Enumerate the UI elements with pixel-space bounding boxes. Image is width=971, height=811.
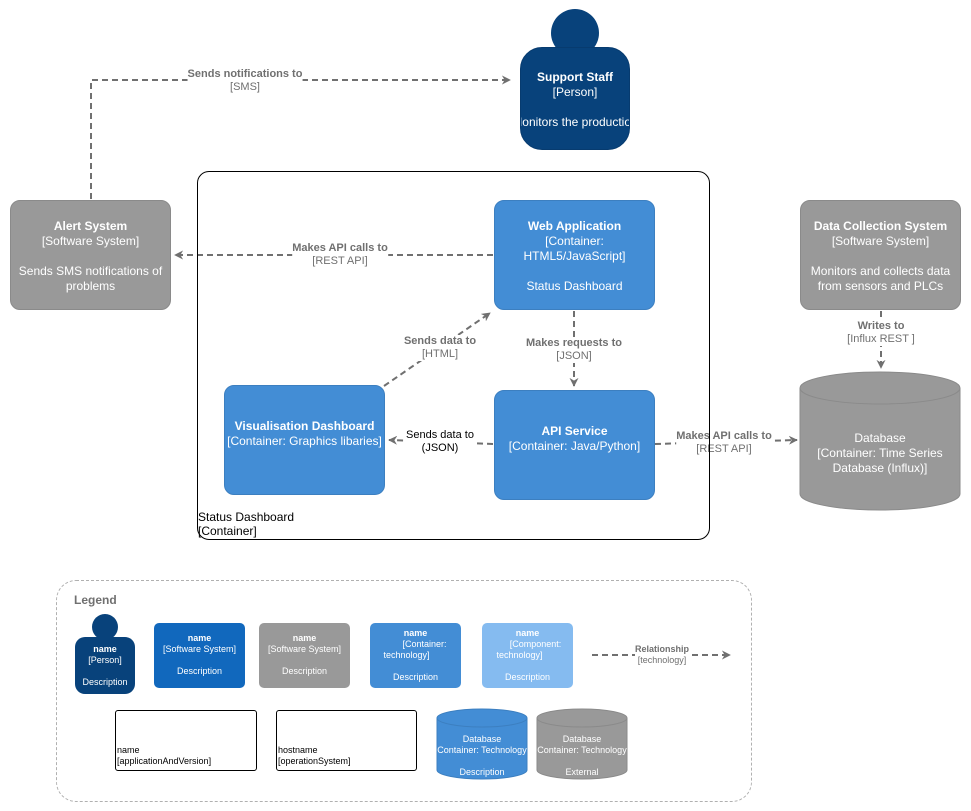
alert-system-node[interactable]: Alert System [Software System] Sends SMS… bbox=[10, 200, 171, 310]
legend-container: name [Container: technology] Description bbox=[370, 623, 461, 688]
edge-label-vis-to-web: Sends data to [HTML] bbox=[403, 335, 477, 361]
edge-label-tech: [REST API] bbox=[696, 443, 752, 455]
legend-relationship-label: Relationship [technology] bbox=[634, 644, 690, 666]
legend-item-type: [Container: technology] bbox=[383, 639, 447, 660]
legend-infrastructure-node: hostname [operationSystem] bbox=[276, 710, 417, 771]
legend-item-name: name bbox=[292, 633, 317, 643]
legend-deployment-node: name [applicationAndVersion] bbox=[115, 710, 257, 771]
node-title: Web Application bbox=[527, 219, 622, 233]
node-description: Status Dashboard bbox=[526, 279, 623, 293]
legend-item-description: Description bbox=[459, 767, 505, 777]
legend-item-name: name bbox=[93, 644, 117, 654]
edge-label-text: Sends notifications to bbox=[187, 68, 303, 80]
legend-item-tech: [operationSystem] bbox=[278, 756, 351, 766]
legend-component: name [Component: technology] Description bbox=[482, 623, 573, 688]
status-dashboard-boundary bbox=[197, 171, 710, 540]
edge-label-tech: [REST API] bbox=[312, 255, 368, 267]
edge-label-text: Makes API calls to bbox=[292, 242, 388, 254]
legend-database-cylinder bbox=[436, 708, 528, 780]
boundary-label: Status Dashboard [Container] bbox=[198, 510, 294, 538]
data-collection-system-node[interactable]: Data Collection System [Software System]… bbox=[800, 200, 961, 310]
legend-item-name: hostname bbox=[278, 745, 318, 755]
node-description: Sends SMS notifications of problems bbox=[18, 264, 163, 293]
legend-item-description: Description bbox=[504, 672, 551, 682]
legend-item-description: Description bbox=[392, 672, 439, 682]
edge-label-text: Makes requests to bbox=[526, 337, 622, 349]
legend-person-head bbox=[92, 614, 118, 640]
legend-item-name: name bbox=[515, 628, 540, 638]
edge-label-tech: [SMS] bbox=[230, 81, 260, 93]
node-stereotype: [Person] bbox=[552, 85, 598, 99]
support-staff-head bbox=[551, 9, 599, 57]
legend-item-name: Database bbox=[562, 734, 602, 744]
legend-item-description: External bbox=[565, 767, 599, 777]
edge-label-dc-to-db: Writes to [Influx REST ] bbox=[845, 320, 917, 346]
legend-item-description: Description bbox=[176, 666, 223, 676]
legend-external-database: Database Container: Technology External bbox=[537, 734, 627, 778]
node-stereotype: [Software System] bbox=[831, 234, 930, 248]
node-stereotype: [Container: Graphics libaries] bbox=[227, 434, 382, 448]
database-cylinder bbox=[799, 371, 961, 511]
node-title: API Service bbox=[541, 424, 608, 438]
node-title: Support Staff bbox=[537, 70, 613, 84]
edge-label-web-to-alert: Makes API calls to [REST API] bbox=[292, 242, 388, 268]
edge-label-tech: [Influx REST ] bbox=[847, 333, 915, 345]
node-title: Data Collection System bbox=[813, 219, 948, 233]
visualisation-dashboard-node[interactable]: Visualisation Dashboard [Container: Grap… bbox=[224, 385, 385, 495]
support-staff-person[interactable]: Support Staff [Person] Monitors the prod… bbox=[520, 47, 630, 150]
node-title: Database bbox=[854, 431, 906, 445]
legend-item-type: Container: Technology bbox=[537, 745, 627, 755]
node-description: Monitors the production bbox=[521, 115, 629, 129]
edge-label-text: Writes to bbox=[857, 320, 905, 332]
web-application-node[interactable]: Web Application [Container: HTML5/JavaSc… bbox=[494, 200, 655, 310]
edge-label-tech: (JSON) bbox=[421, 442, 459, 454]
edge-label-api-to-db: Makes API calls to [REST API] bbox=[676, 430, 772, 456]
legend-title: Legend bbox=[74, 593, 117, 607]
legend-item-type: [Component: technology] bbox=[496, 639, 562, 660]
node-description: Monitors and collects data from sensors … bbox=[810, 264, 951, 293]
edge-label-alert-to-staff: Sends notifications to [SMS] bbox=[187, 68, 303, 94]
legend-database: Database Container: Technology Descripti… bbox=[437, 734, 527, 778]
legend-item-name: name bbox=[403, 628, 428, 638]
node-stereotype: [Container: Time Series Database (Influx… bbox=[817, 446, 943, 475]
node-stereotype: [Container: HTML5/JavaScript] bbox=[523, 234, 626, 263]
legend-item-name: Database bbox=[462, 734, 502, 744]
boundary-name: Status Dashboard bbox=[198, 510, 295, 524]
legend-external-database-cylinder bbox=[536, 708, 628, 780]
legend-item-type: Container: Technology bbox=[437, 745, 527, 755]
legend-relationship-tech: [technology] bbox=[637, 655, 687, 665]
legend-item-name: name bbox=[187, 633, 212, 643]
legend-item-type: [Software System] bbox=[267, 644, 342, 654]
node-stereotype: [Container: Java/Python] bbox=[508, 439, 641, 453]
boundary-type: [Container] bbox=[198, 524, 257, 538]
api-service-node[interactable]: API Service [Container: Java/Python] bbox=[494, 390, 655, 500]
edge-label-text: Sends data to bbox=[403, 335, 477, 347]
legend-relationship-text: Relationship bbox=[634, 644, 690, 654]
legend-item-type: [Software System] bbox=[162, 644, 237, 654]
edge-label-tech: [HTML] bbox=[421, 348, 459, 360]
edge-label-tech: [JSON] bbox=[556, 350, 592, 362]
legend-frame bbox=[56, 580, 752, 802]
legend-item-description: Description bbox=[281, 666, 328, 676]
legend-item-tech: [applicationAndVersion] bbox=[117, 756, 212, 766]
node-title: Visualisation Dashboard bbox=[234, 419, 375, 433]
legend-item-type: [Person] bbox=[88, 655, 122, 665]
legend-person: name [Person] Description bbox=[75, 637, 135, 694]
edge-label-text: Sends data to bbox=[406, 429, 474, 441]
node-title: Alert System bbox=[53, 219, 128, 233]
edge-label-api-to-vis: Sends data to (JSON) bbox=[406, 429, 474, 455]
legend-item-description: Description bbox=[82, 677, 128, 687]
node-stereotype: [Software System] bbox=[41, 234, 140, 248]
edge-label-text: Makes API calls to bbox=[676, 430, 772, 442]
database-node[interactable]: Database [Container: Time Series Databas… bbox=[800, 431, 960, 476]
legend-external-system: name [Software System] Description bbox=[259, 623, 350, 688]
legend-software-system: name [Software System] Description bbox=[154, 623, 245, 688]
edge-label-web-to-api: Makes requests to [JSON] bbox=[526, 337, 622, 363]
legend-item-name: name bbox=[117, 745, 140, 755]
